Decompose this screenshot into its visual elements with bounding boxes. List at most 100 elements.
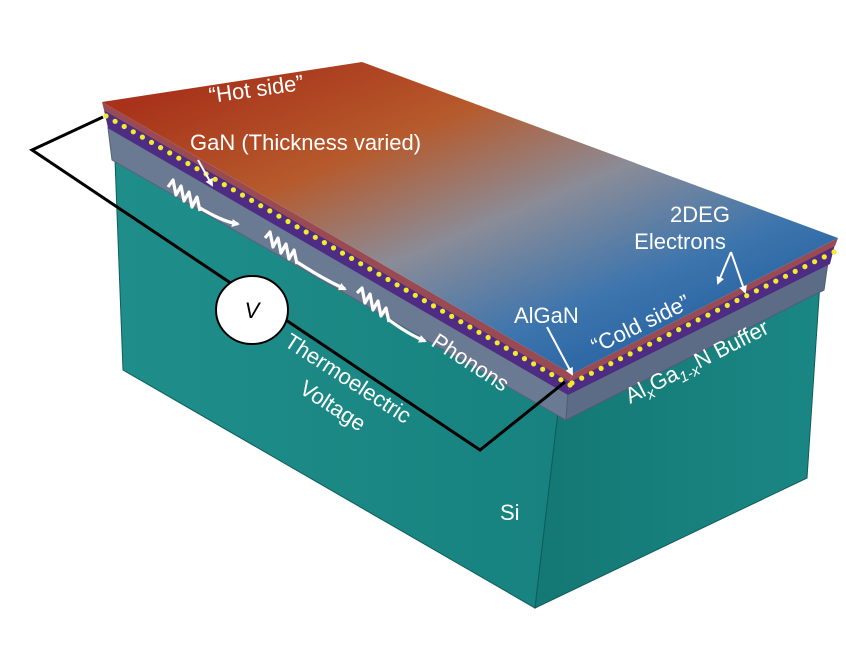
phonon-arrow-1 bbox=[199, 206, 240, 228]
electron-dots bbox=[103, 113, 837, 388]
electron-dot bbox=[139, 134, 145, 140]
phonon-arrow-2 bbox=[296, 260, 347, 291]
voltmeter-label: V bbox=[245, 298, 262, 323]
phonon-wave-3 bbox=[355, 286, 391, 323]
gan-layer-side bbox=[570, 238, 838, 382]
electron-dot bbox=[430, 303, 437, 309]
voltmeter: V bbox=[215, 275, 289, 345]
algan-label: AlGaN bbox=[514, 303, 579, 328]
electron-dot bbox=[792, 268, 798, 274]
electron-dot bbox=[249, 197, 255, 203]
phonon-wave-2 bbox=[263, 230, 299, 265]
electron-dot bbox=[267, 208, 273, 214]
electron-dot bbox=[130, 129, 136, 135]
electron-dot bbox=[103, 113, 109, 119]
electron-dot bbox=[763, 283, 769, 289]
electron-dot bbox=[339, 250, 346, 256]
electron-dot bbox=[121, 123, 127, 130]
electron-dot bbox=[367, 266, 373, 272]
electron-dot bbox=[394, 282, 400, 288]
electron-dot bbox=[421, 298, 427, 304]
electron-dot bbox=[676, 327, 682, 333]
electron-dot bbox=[403, 287, 409, 293]
electron-dot bbox=[412, 292, 418, 298]
electron-dot bbox=[376, 271, 382, 277]
electron-dot bbox=[358, 261, 364, 267]
electron-dot bbox=[647, 341, 653, 347]
electron-dot bbox=[148, 139, 155, 145]
electron-dot bbox=[521, 356, 528, 362]
electron-dot bbox=[167, 150, 173, 156]
two-deg-label-line2: Electrons bbox=[634, 229, 726, 254]
electron-dot bbox=[685, 322, 692, 328]
electron-dot bbox=[312, 234, 318, 240]
electron-dot bbox=[258, 203, 264, 209]
electron-dot bbox=[230, 187, 236, 193]
gan-label: GaN (Thickness varied) bbox=[190, 130, 421, 155]
electron-dot bbox=[158, 145, 164, 151]
electron-dot bbox=[239, 192, 246, 198]
top-surface bbox=[102, 62, 838, 374]
electron-dot bbox=[330, 245, 337, 251]
two-deg-label-line1: 2DEG bbox=[670, 202, 730, 227]
electron-dot bbox=[540, 366, 546, 372]
electron-dot bbox=[385, 276, 391, 283]
electron-dot bbox=[705, 312, 711, 318]
electron-dot bbox=[637, 346, 643, 352]
electron-pointer-arrow-1 bbox=[716, 251, 732, 285]
electron-dot bbox=[831, 249, 837, 255]
electron-dot bbox=[276, 213, 282, 219]
electron-dot bbox=[512, 350, 519, 356]
electron-dot bbox=[617, 356, 624, 362]
electron-dot bbox=[666, 331, 672, 338]
electron-dot bbox=[285, 218, 291, 225]
electron-dot bbox=[782, 273, 789, 279]
electron-dot bbox=[458, 319, 464, 325]
voltmeter-circle bbox=[215, 275, 289, 345]
electron-dot bbox=[503, 345, 509, 351]
electron-dot bbox=[753, 288, 760, 294]
electron-dot bbox=[558, 377, 564, 383]
electron-dot bbox=[112, 118, 118, 124]
electron-dot bbox=[494, 340, 500, 346]
electron-dot bbox=[734, 297, 740, 304]
electron-dot bbox=[212, 176, 218, 182]
electron-dot bbox=[608, 361, 614, 367]
electron-dot bbox=[194, 166, 200, 172]
electron-dot bbox=[715, 307, 721, 313]
electron-dot bbox=[476, 329, 482, 335]
electron-dot bbox=[588, 370, 595, 376]
electron-dot bbox=[531, 361, 537, 367]
electron-dot bbox=[821, 254, 827, 260]
electron-dot bbox=[485, 334, 491, 341]
algan-layer-side bbox=[568, 244, 835, 395]
electron-dot bbox=[598, 365, 604, 371]
electron-dot bbox=[440, 308, 446, 314]
electron-dot bbox=[467, 324, 473, 330]
gan-layer-front bbox=[102, 102, 572, 382]
phonon-squiggles bbox=[166, 178, 427, 343]
electron-dot bbox=[773, 278, 779, 284]
electron-dot bbox=[185, 160, 191, 167]
electron-dot bbox=[744, 293, 750, 299]
electron-dot bbox=[724, 302, 730, 308]
algan-pointer-arrow bbox=[546, 326, 573, 376]
electron-dot bbox=[221, 182, 227, 188]
electron-dot bbox=[802, 264, 808, 270]
electron-dot bbox=[579, 375, 585, 381]
electron-dot bbox=[695, 317, 701, 323]
electron-pointer-arrow-2 bbox=[730, 251, 747, 294]
electron-dot bbox=[303, 229, 309, 235]
electron-dot bbox=[176, 155, 182, 161]
phonon-wave-1 bbox=[166, 178, 202, 212]
electron-dot bbox=[321, 240, 327, 246]
phonon-arrow-3 bbox=[388, 318, 427, 343]
algan-layer-front bbox=[104, 110, 570, 395]
electron-dot bbox=[549, 371, 555, 378]
electron-dot bbox=[449, 313, 455, 319]
si-label: Si bbox=[500, 500, 520, 525]
electron-dot bbox=[812, 259, 818, 265]
electron-dot bbox=[656, 336, 662, 342]
electron-dot bbox=[627, 351, 633, 357]
